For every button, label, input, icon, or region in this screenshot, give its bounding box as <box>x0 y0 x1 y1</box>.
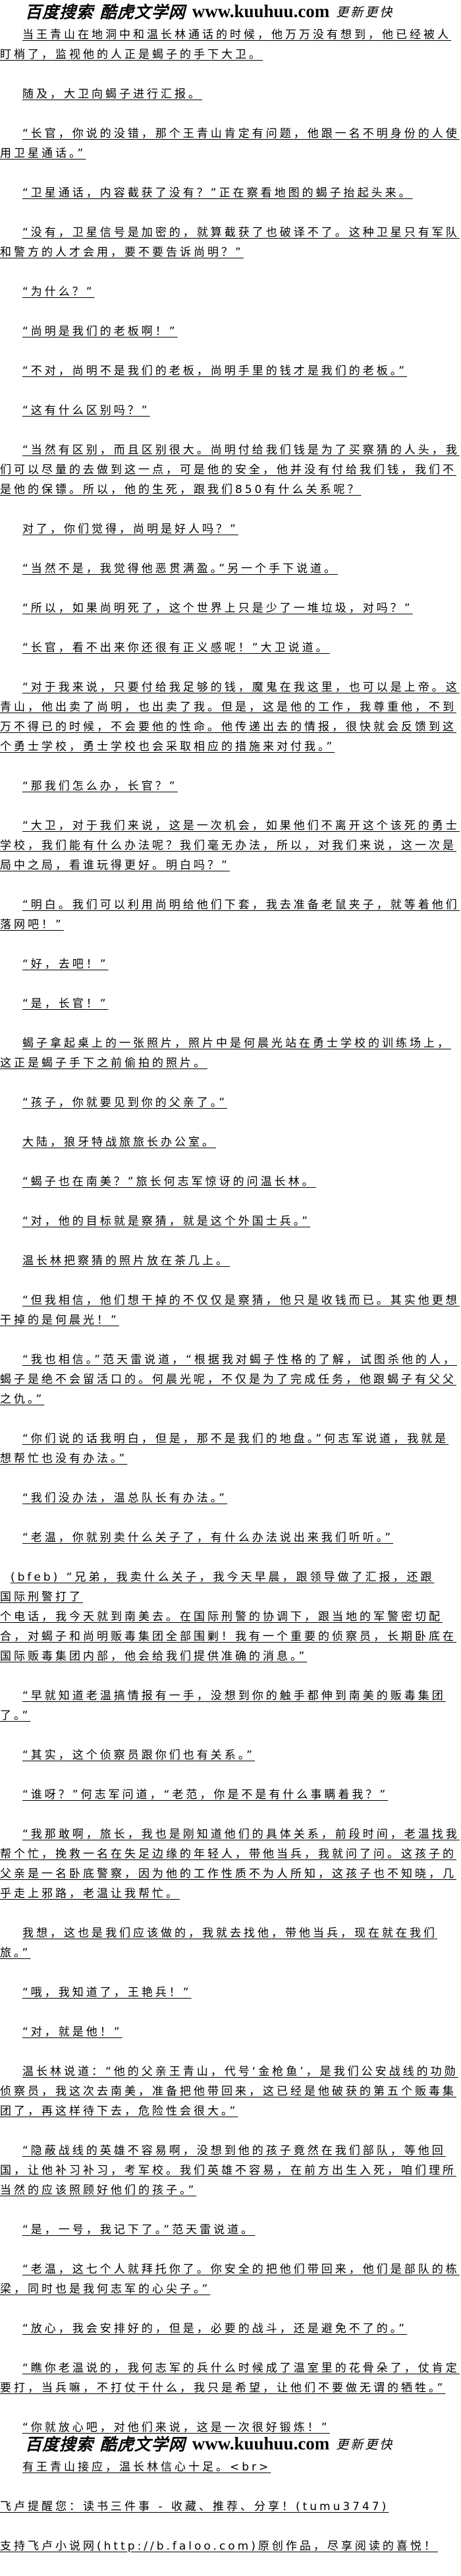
paragraph: “不对，尚明不是我们的老板，尚明手里的钱才是我们的老板。” <box>22 365 408 378</box>
paragraph: “这有什么区别吗？” <box>22 404 150 417</box>
paragraph: “为什么？” <box>22 285 95 299</box>
banner-slogan: 更新更快 <box>336 5 394 20</box>
banner-site-url: www.kuuhuu.com <box>192 1 330 21</box>
paragraph: “早就知道老温搞情报有一手，没想到你的触手都伸到南美的贩毒集团了。” <box>0 1689 446 1722</box>
paragraph: 温长林说道：“他的父亲王青山，代号‘金枪鱼’，是我们公安战线的功勋侦察员，我这次… <box>0 2065 458 2118</box>
banner-slogan: 更新更快 <box>336 2437 394 2452</box>
paragraph: 当王青山在地洞中和温长林通话的时候，他万万没有想到，他已经被人盯梢了，监视他的人… <box>0 28 451 61</box>
paragraph: “当然不是，我觉得他恶贯满盈。”另一个手下说道。 <box>22 562 339 575</box>
paragraph: “对于我来说，只要付给我足够的钱，魔鬼在我这里，也可以是上帝。这青山，他出卖了尚… <box>0 681 460 753</box>
paragraph: “尚明是我们的老板啊！” <box>22 325 178 338</box>
paragraph: “长官，你说的没错，那个王青山肯定有问题，他跟一名不明身份的人使用卫星通话。” <box>0 127 460 160</box>
paragraph: “孩子，你就要见到你的父亲了。” <box>22 1096 228 1109</box>
paragraph: “但我相信，他们想干掉的不仅仅是察猜，他只是收钱而已。其实他更想干掉的是何晨光！… <box>0 1294 460 1327</box>
footer-site-banner: 百度搜索 酷虎文学网 www.kuuhuu.com 更新更快 <box>0 2432 461 2455</box>
paragraph: “没有，卫星信号是加密的，就算截获了也破译不了。这种卫星只有军队和警方的人才会用… <box>0 226 460 259</box>
paragraph: 随及，大卫向蝎子进行汇报。 <box>22 88 202 101</box>
paragraph: “放心，我会安排好的，但是，必要的战斗，还是避免不了的。” <box>22 2322 408 2335</box>
banner-site-url: www.kuuhuu.com <box>192 2433 330 2453</box>
paragraph: “我也相信。”范天雷说道，“根据我对蝎子性格的了解，试图杀他的人，蝎子是绝不会留… <box>0 1353 457 1406</box>
paragraph: “其实，这个侦察员跟你们也有关系。” <box>22 1749 256 1762</box>
paragraph: “卫星通话，内容截获了没有？”正在察看地图的蝎子抬起头来。 <box>22 187 413 200</box>
banner-site-name: 百度搜索 酷虎文学网 <box>25 2435 186 2454</box>
banner-site-name: 百度搜索 酷虎文学网 <box>25 3 186 22</box>
paragraph: “所以，如果尚明死了，这个世界上只是少了一堆垃圾，对吗？” <box>22 602 413 615</box>
chapter-content: 当王青山在地洞中和温长林通话的时候，他万万没有想到，他已经被人盯梢了，监视他的人… <box>0 22 461 2556</box>
paragraph: “明白。我们可以利用尚明给他们下套，我去准备老鼠夹子，就等着他们落网吧！” <box>0 898 460 931</box>
paragraph: 对了，你们觉得，尚明是好人吗？” <box>22 523 238 536</box>
paragraph: “对，就是他！” <box>22 2026 122 2039</box>
paragraph: “蝎子也在南美？”旅长何志军惊讶的问温长林。 <box>22 1175 316 1188</box>
paragraph: “你就放心吧，对他们来说，这是一次很好锻炼！” <box>22 2421 330 2434</box>
paragraph: “老温，这七个人就拜托你了。你安全的把他们带回来，他们是部队的栋梁，同时也是我何… <box>0 2263 460 2296</box>
header-site-banner: 百度搜索 酷虎文学网 www.kuuhuu.com 更新更快 <box>0 0 461 22</box>
paragraph: 个电话，我今天就到南美去。在国际刑警的协调下，跟当地的军警密切配合，对蝎子和尚明… <box>0 1610 456 1663</box>
paragraph: “好，去吧！” <box>22 958 109 971</box>
paragraph: 蝎子拿起桌上的一张照片，照片中是何晨光站在勇士学校的训练场上，这正是蝎子手下之前… <box>0 1037 451 1070</box>
paragraph: “你们说的话我明白，但是，那不是我们的地盘。”何志军说道，我就是想帮忙也没有办法… <box>0 1432 449 1465</box>
paragraph: (bfeb) “兄弟，我卖什么关子，我今天早晨，跟领导做了汇报，还跟国际刑警打了 <box>0 1571 435 1604</box>
paragraph: 大陆，狼牙特战旅旅长办公室。 <box>22 1136 216 1149</box>
paragraph: “当然有区别，而且区别很大。尚明付给我们钱是为了买察猜的人头，我们可以尽量的去做… <box>0 444 460 496</box>
paragraph: “我们没办法，温总队长有办法。” <box>22 1492 228 1505</box>
paragraph: “老温，你就别卖什么关子了，有什么办法说出来我们听听。” <box>22 1531 394 1544</box>
paragraph: “大卫，对于我们来说，这是一次机会，如果他们不离开这个该死的勇士学校，我们能有什… <box>0 819 460 872</box>
paragraph: 我想，这也是我们应该做的，我就去找他，带他当兵，现在就在我们旅。” <box>0 1927 437 1960</box>
paragraph: 有王青山接应，温长林信心十足。<br> <box>22 2461 271 2474</box>
paragraph: 温长林把察猜的照片放在茶几上。 <box>22 1254 230 1268</box>
paragraph: “对，他的目标就是察猜，就是这个外国士兵。” <box>22 1215 311 1228</box>
site-notice: 支持飞卢小说网(http://b.faloo.com)原创作品，尽享阅读的喜悦！ <box>0 2540 438 2553</box>
paragraph: “哦，我知道了，王艳兵！” <box>22 1986 192 1999</box>
paragraph: “是，一号，我记下了。”范天雷说道。 <box>22 2223 256 2237</box>
paragraph: “瞧你老温说的，我何志军的兵什么时候成了温室里的花骨朵了，仗肯定要打，当兵嘛，不… <box>0 2362 460 2395</box>
paragraph: “隐蔽战线的英雄不容易啊，没想到他的孩子竟然在我们部队，等他回国，让他补习补习，… <box>0 2144 456 2197</box>
paragraph: “谁呀？”何志军问道，“老范，你是不是有什么事瞒着我？” <box>22 1788 389 1801</box>
paragraph: “那我们怎么办，长官？” <box>22 780 178 793</box>
paragraph: “长官，看不出来你还很有正义感呢！”大卫说道。 <box>22 641 330 655</box>
paragraph: “我那敢啊，旅长，我也是刚知道他们的具体关系，前段时间，老温找我帮个忙，挽救一名… <box>0 1828 460 1900</box>
paragraph: “是，长官！” <box>22 997 109 1010</box>
site-notice: 飞卢提醒您：读书三件事 - 收藏、推荐、分享！(tumu3747) <box>0 2500 389 2513</box>
